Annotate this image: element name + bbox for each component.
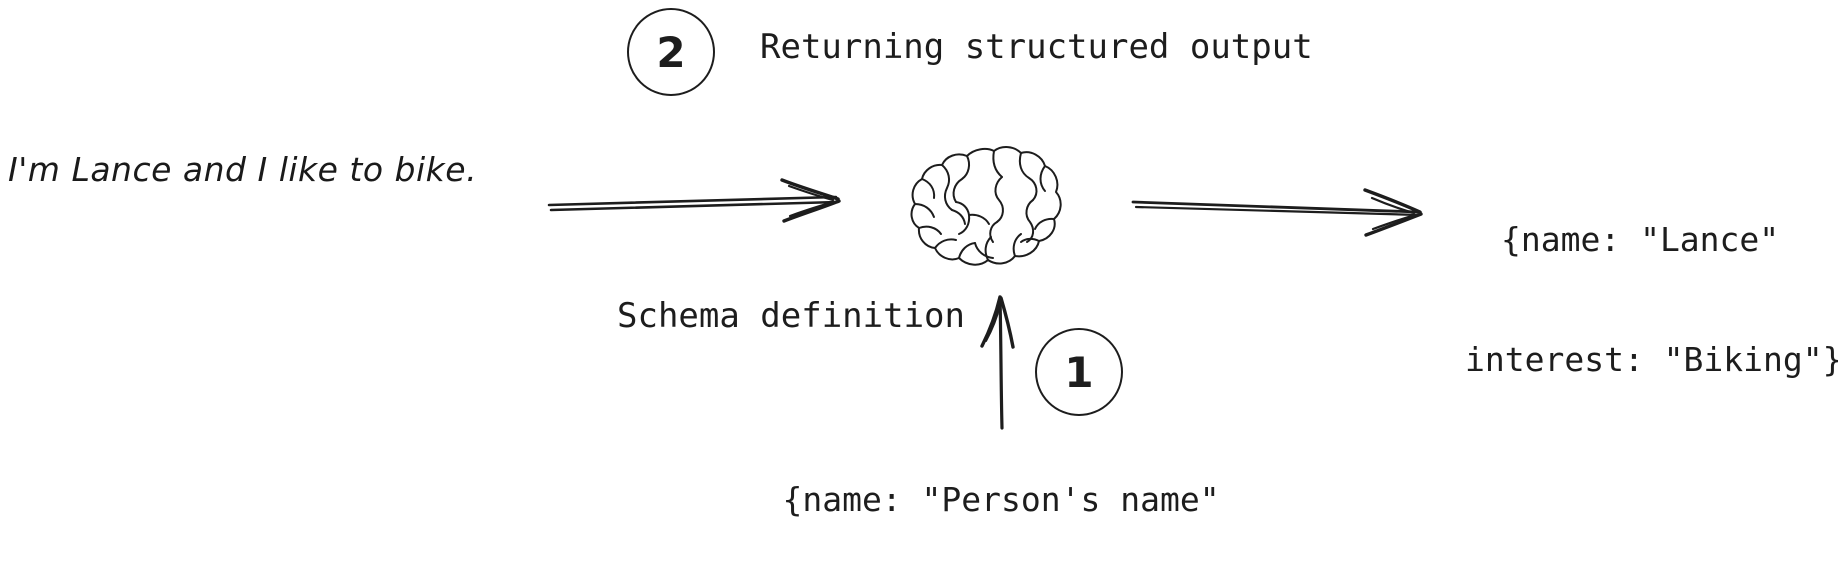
brain-icon-svg [910,146,1062,266]
step-label-schema-definition: Schema definition [617,296,965,336]
schema-code-block: {name: "Person's name" interest: "Person… [703,400,1299,566]
arrow-right-icon-output [1131,188,1423,237]
output-code-line-1: {name: "Lance" [1501,220,1780,259]
step-badge-1: 1 [1035,328,1123,416]
step-badge-1-number: 1 [1064,347,1094,397]
step-label-returning-structured-output: Returning structured output [760,27,1313,67]
input-text: I'm Lance and I like to bike. [8,150,478,189]
brain-icon [905,138,1085,278]
schema-code-line-1: {name: "Person's name" [782,480,1220,519]
output-code-block: {name: "Lance" interest: "Biking"} [1465,140,1838,460]
step-badge-2: 2 [627,8,715,96]
output-code-line-2: interest: "Biking"} [1465,340,1838,379]
step-badge-2-number: 2 [656,27,686,77]
arrow-right-icon-input [547,178,841,223]
